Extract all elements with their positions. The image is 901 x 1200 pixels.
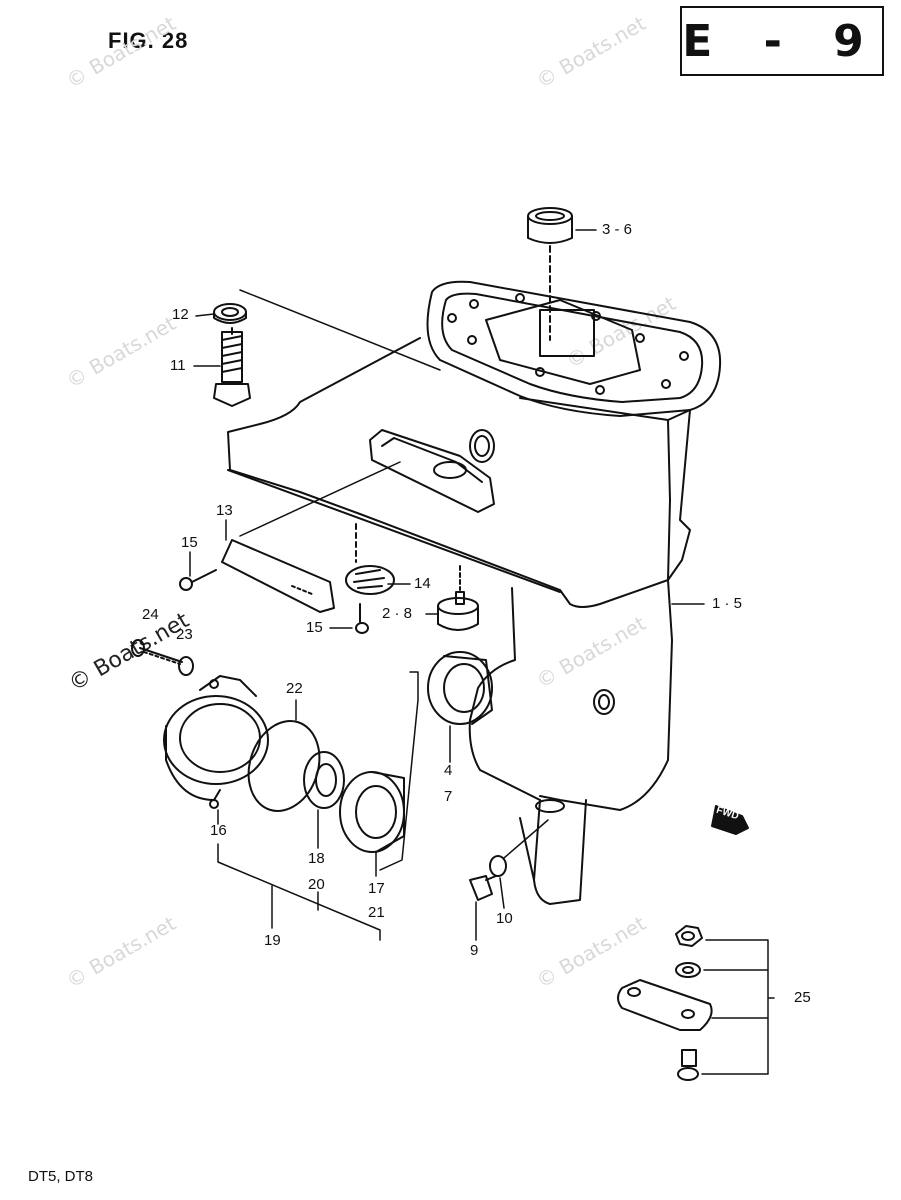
- callout-3-6: 3 - 6: [602, 221, 633, 238]
- part-clamp-25: [617, 979, 713, 1031]
- callout-24: 24: [142, 606, 159, 623]
- fwd-arrow-icon: [711, 805, 749, 835]
- figure-code-box: E - 9: [680, 6, 884, 76]
- callout-10: 10: [496, 910, 513, 927]
- leader-line: [503, 819, 549, 859]
- callout-2-8: 2 · 8: [382, 605, 413, 622]
- callout-15: 15: [181, 534, 198, 551]
- leader-line: [239, 289, 441, 371]
- callout-25: 25: [794, 989, 811, 1006]
- part-bolt-25: [677, 1049, 699, 1081]
- part-o-ring-22: [247, 720, 321, 812]
- part-bolt-11: [213, 331, 251, 407]
- callout-17: 17: [368, 880, 385, 897]
- callout-23: 23: [176, 626, 193, 643]
- callout-15: 15: [306, 619, 323, 636]
- callout-14: 14: [414, 575, 431, 592]
- callout-7: 7: [444, 788, 453, 805]
- part-bolt-24: [131, 639, 183, 665]
- leader-line: [379, 671, 419, 871]
- callout-20: 20: [308, 876, 325, 893]
- callout-12: 12: [172, 306, 189, 323]
- callout-18: 18: [308, 850, 325, 867]
- callout-21: 21: [368, 904, 385, 921]
- figure-code: E - 9: [682, 16, 882, 67]
- part-screw-15b: [355, 603, 369, 634]
- leader-line: [239, 461, 401, 537]
- part-rubber-mount: [437, 591, 479, 631]
- part-gearcase-body: [227, 337, 691, 905]
- part-washer-12: [213, 303, 247, 324]
- callout-16: 16: [210, 822, 227, 839]
- part-washer-10: [489, 855, 507, 877]
- model-designation: DT5, DT8: [28, 1168, 94, 1185]
- callout-4: 4: [444, 762, 453, 779]
- part-screw-9: [469, 875, 497, 901]
- part-screw-15a: [179, 569, 217, 591]
- callout-19: 19: [264, 932, 281, 949]
- part-gearcase-plate: [426, 280, 722, 417]
- part-ball-bearing-17: [339, 771, 405, 853]
- figure-title: FIG. 28: [108, 28, 189, 53]
- part-anode-14: [345, 565, 395, 595]
- part-bearing-4: [427, 651, 493, 725]
- callout-13: 13: [216, 502, 233, 519]
- part-washer-25: [675, 962, 701, 978]
- callout-1-5: 1 · 5: [712, 595, 743, 612]
- callout-9: 9: [470, 942, 479, 959]
- part-bearing-housing-16: [163, 675, 269, 809]
- callout-11: 11: [170, 357, 186, 374]
- part-washer-23: [178, 656, 194, 676]
- part-nut-25: [675, 925, 703, 947]
- part-plate-13: [221, 539, 335, 613]
- part-bearing-bush: [527, 207, 573, 244]
- callout-22: 22: [286, 680, 303, 697]
- leader-bracket: [701, 939, 775, 1075]
- part-oil-seal-18: [303, 751, 345, 809]
